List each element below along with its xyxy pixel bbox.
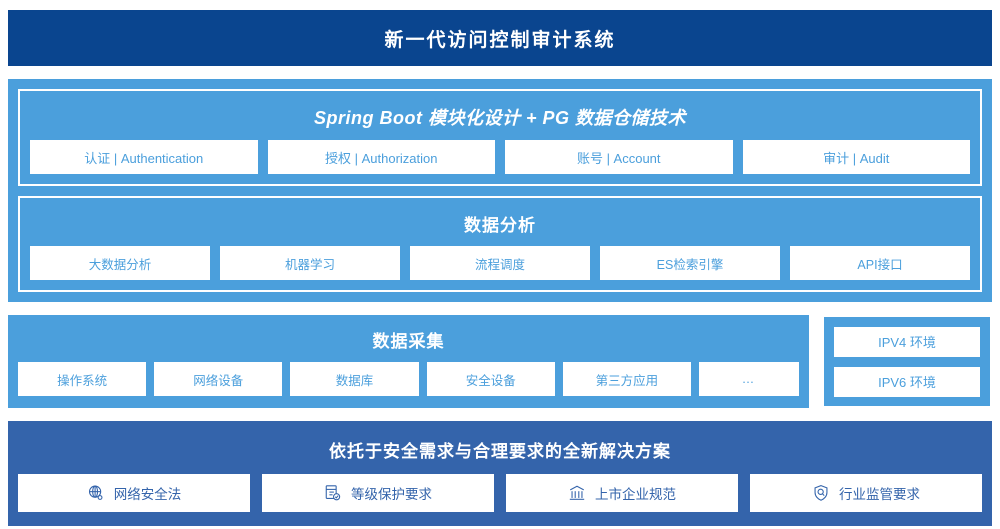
chip-ipv4-environment[interactable]: IPV4 环境	[834, 326, 980, 357]
chip-label: 网络设备	[193, 373, 244, 388]
chip-operating-system[interactable]: 操作系统	[18, 362, 147, 396]
analysis-panel: 数据分析 大数据分析 机器学习 流程调度 ES检索引擎 API接口	[18, 196, 982, 292]
chip-ipv6-environment[interactable]: IPV6 环境	[834, 366, 980, 397]
tech-panel-title: Spring Boot 模块化设计 + PG 数据仓储技术	[313, 108, 686, 128]
solution-chip-row: 网络安全法 等级保护要求	[18, 474, 982, 512]
chip-cybersecurity-law[interactable]: 网络安全法	[18, 474, 250, 512]
chip-more[interactable]: …	[699, 362, 800, 396]
chip-process-scheduling[interactable]: 流程调度	[410, 246, 590, 280]
chip-label: 流程调度	[474, 257, 525, 272]
chip-label: 账号 | Account	[576, 150, 661, 166]
chip-label: 大数据分析	[88, 257, 152, 272]
chip-api-interface[interactable]: API接口	[790, 246, 970, 280]
chip-es-search-engine[interactable]: ES检索引擎	[600, 246, 780, 280]
solution-title: 依托于安全需求与合理要求的全新解决方案	[329, 442, 671, 461]
chip-authentication[interactable]: 认证 | Authentication	[30, 140, 258, 174]
chip-label: 上市企业规范	[595, 487, 676, 502]
tech-chip-row: 认证 | Authentication 授权 | Authorization 账…	[30, 140, 970, 174]
chip-label: 行业监管要求	[839, 487, 920, 502]
environment-panel: IPV4 环境 IPV6 环境	[822, 315, 992, 408]
chip-listed-company-standard[interactable]: 上市企业规范	[506, 474, 738, 512]
chip-label: 安全设备	[465, 373, 516, 388]
platform-band: Spring Boot 模块化设计 + PG 数据仓储技术 认证 | Authe…	[8, 79, 992, 302]
chip-label: IPV6 环境	[878, 375, 936, 390]
chip-big-data-analysis[interactable]: 大数据分析	[30, 246, 210, 280]
page-title: 新一代访问控制审计系统	[384, 29, 616, 51]
document-check-icon	[324, 484, 342, 502]
header-bar: 新一代访问控制审计系统	[8, 10, 992, 66]
collect-panel: 数据采集 操作系统 网络设备 数据库 安全设备 第三方应用 …	[8, 315, 809, 408]
analysis-chip-row: 大数据分析 机器学习 流程调度 ES检索引擎 API接口	[30, 246, 970, 280]
chip-authorization[interactable]: 授权 | Authorization	[267, 140, 495, 174]
solution-band: 依托于安全需求与合理要求的全新解决方案 网络安全法	[8, 421, 992, 526]
collect-chip-row: 操作系统 网络设备 数据库 安全设备 第三方应用 …	[18, 362, 800, 396]
chip-classified-protection[interactable]: 等级保护要求	[262, 474, 494, 512]
chip-label: 审计 | Audit	[823, 150, 890, 166]
chip-industry-regulation[interactable]: 行业监管要求	[750, 474, 982, 512]
chip-label: 授权 | Authorization	[325, 150, 438, 166]
tech-panel: Spring Boot 模块化设计 + PG 数据仓储技术 认证 | Authe…	[18, 89, 982, 186]
chip-audit[interactable]: 审计 | Audit	[742, 140, 970, 174]
chip-network-device[interactable]: 网络设备	[154, 362, 283, 396]
chip-account[interactable]: 账号 | Account	[505, 140, 733, 174]
bank-building-icon	[568, 484, 586, 502]
chip-label: …	[741, 372, 757, 386]
chip-label: ES检索引擎	[656, 257, 724, 272]
chip-label: IPV4 环境	[878, 335, 936, 350]
collect-row: 数据采集 操作系统 网络设备 数据库 安全设备 第三方应用 …	[8, 315, 992, 408]
globe-network-icon	[87, 484, 105, 502]
chip-database[interactable]: 数据库	[290, 362, 419, 396]
chip-label: API接口	[857, 257, 903, 272]
chip-label: 操作系统	[57, 373, 108, 388]
collect-panel-title: 数据采集	[372, 332, 445, 351]
chip-label: 认证 | Authentication	[84, 150, 204, 166]
chip-machine-learning[interactable]: 机器学习	[220, 246, 400, 280]
chip-label: 机器学习	[284, 257, 335, 272]
chip-label: 网络安全法	[113, 487, 182, 502]
chip-label: 第三方应用	[595, 373, 659, 388]
chip-label: 等级保护要求	[351, 487, 432, 502]
analysis-panel-title: 数据分析	[464, 216, 536, 235]
chip-third-party-app[interactable]: 第三方应用	[562, 362, 692, 396]
shield-search-icon	[812, 484, 830, 502]
chip-label: 数据库	[335, 373, 374, 388]
chip-security-device[interactable]: 安全设备	[426, 362, 555, 396]
